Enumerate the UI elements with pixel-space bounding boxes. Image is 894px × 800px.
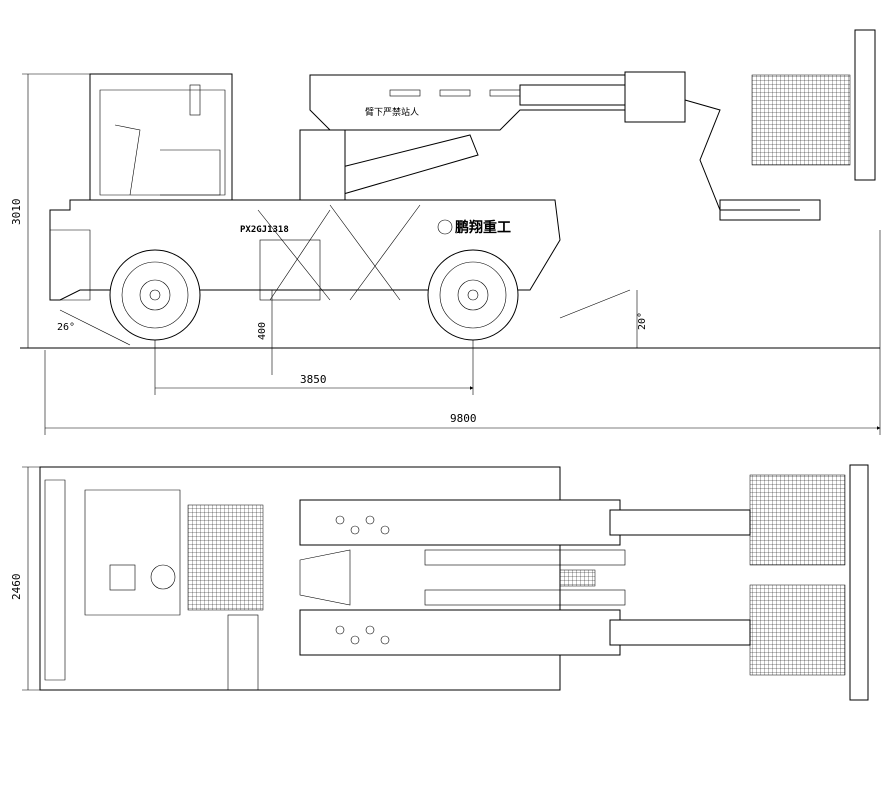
work-platform — [751, 74, 851, 166]
cab — [89, 73, 233, 201]
platform-rail-top — [849, 464, 869, 701]
width-dimension: 2460 — [10, 574, 23, 601]
brand-logo-icon — [437, 219, 453, 235]
rear-angle: 20° — [637, 312, 648, 330]
model-label: PX2GJ1318 — [240, 225, 289, 235]
platform-lower — [749, 584, 846, 676]
rear-wheel — [427, 249, 519, 341]
wheelbase-dimension: 3850 — [300, 373, 327, 386]
warning-label: 臂下严禁站人 — [365, 106, 419, 118]
platform-upper — [749, 474, 846, 566]
overall-length-dimension: 9800 — [450, 412, 477, 425]
engine-grille — [187, 504, 264, 611]
front-angle: 26° — [57, 322, 75, 333]
ground-clearance: 400 — [257, 322, 268, 340]
lift-cylinder — [329, 134, 479, 196]
front-wheel — [109, 249, 201, 341]
boom-upper — [299, 499, 751, 546]
side-view: 3010 PX2GJ1318 鹏翔重工 臂下严禁站人 26° 20° 400 3… — [10, 29, 881, 435]
brand-label: 鹏翔重工 — [455, 219, 511, 236]
platform-rail — [854, 29, 876, 181]
boom-head — [624, 71, 686, 123]
top-view: 2460 — [10, 464, 869, 701]
boom-lower — [299, 609, 751, 656]
height-dimension: 3010 — [10, 199, 23, 226]
